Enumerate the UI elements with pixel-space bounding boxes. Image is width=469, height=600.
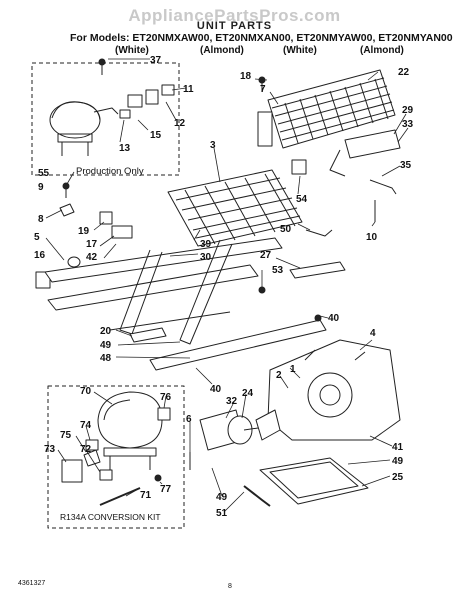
callout-15: 15: [150, 130, 162, 141]
callout-12: 12: [174, 118, 186, 129]
callout-75: 75: [60, 430, 72, 441]
callout-24: 24: [242, 388, 254, 399]
callout-72: 72: [80, 444, 92, 455]
lower-compressor: [97, 391, 163, 470]
callout-41: 41: [392, 442, 404, 453]
part-76: [157, 407, 171, 421]
callout-49: 49: [100, 340, 112, 351]
page-number: 8: [228, 583, 232, 590]
callout-25: 25: [392, 472, 404, 483]
color-label-2: (Almond): [200, 45, 244, 56]
callout-39: 39: [200, 239, 212, 250]
callout-37: 37: [150, 55, 162, 66]
leader-lines: [45, 58, 409, 513]
drier-tubes: [329, 129, 401, 222]
evaporator-coil: [167, 169, 303, 247]
callout-49-b: 49: [392, 456, 404, 467]
callout-55: 55: [38, 168, 50, 179]
conversion-kit-label: R134A CONVERSION KIT: [60, 512, 161, 522]
callout-51: 51: [216, 508, 228, 519]
callout-50: 50: [280, 224, 292, 235]
callout-29: 29: [402, 105, 414, 116]
callout-13: 13: [119, 143, 131, 154]
callout-48: 48: [100, 353, 112, 364]
screw-77: [154, 474, 162, 482]
relay-parts-group: [119, 84, 175, 119]
callout-74: 74: [80, 420, 92, 431]
part-5: [67, 256, 81, 268]
callout-6: 6: [186, 414, 192, 425]
callout-7: 7: [260, 84, 266, 95]
production-only-box: [31, 62, 180, 176]
screw-40: [314, 314, 322, 322]
callout-49-c: 49: [216, 492, 228, 503]
callout-17: 17: [86, 239, 98, 250]
color-label-1: (White): [115, 45, 149, 56]
capacitor-parts: [99, 211, 133, 239]
callout-2: 2: [276, 370, 282, 381]
callout-76: 76: [160, 392, 172, 403]
lower-relay-parts: [61, 439, 113, 483]
upper-compressor: [49, 101, 119, 156]
models-line: For Models: ET20NMXAW00, ET20NMXAN00, ET…: [70, 32, 453, 44]
callout-27: 27: [260, 250, 272, 261]
callout-30: 30: [200, 252, 212, 263]
callout-5: 5: [34, 232, 40, 243]
fan-motor: [199, 409, 281, 451]
tube-27: [258, 261, 346, 294]
callout-8: 8: [38, 214, 44, 225]
color-label-4: (Almond): [360, 45, 404, 56]
doc-number: 4361327: [18, 580, 46, 587]
condenser-coil: [257, 69, 396, 149]
callout-19: 19: [78, 226, 90, 237]
callout-40: 40: [328, 313, 340, 324]
page-title: UNIT PARTS: [196, 20, 273, 32]
callout-54: 54: [296, 194, 308, 205]
conversion-kit-box: [47, 385, 185, 529]
callout-40-b: 40: [210, 384, 222, 395]
fan-shroud: [267, 339, 401, 441]
callout-4: 4: [370, 328, 376, 339]
callout-35: 35: [400, 160, 412, 171]
callout-11: 11: [183, 84, 194, 95]
base-frame: [44, 237, 327, 371]
callout-20: 20: [100, 326, 112, 337]
tubing-71: [99, 487, 141, 506]
callout-77: 77: [160, 484, 172, 495]
callout-22: 22: [398, 67, 410, 78]
production-only-label: Production Only: [76, 166, 144, 177]
callout-42: 42: [86, 252, 98, 263]
screw-37: [98, 58, 106, 75]
callout-10: 10: [366, 232, 378, 243]
left-small-parts: [59, 182, 75, 217]
callout-70: 70: [80, 386, 92, 397]
bracket-20: [129, 327, 167, 343]
callout-33: 33: [402, 119, 414, 130]
callout-9: 9: [38, 182, 44, 193]
callout-73: 73: [44, 444, 56, 455]
callout-32: 32: [226, 396, 238, 407]
color-label-3: (White): [283, 45, 317, 56]
part-54: [291, 159, 307, 175]
callout-1: 1: [290, 364, 296, 375]
hose-49: [243, 485, 271, 507]
drain-pan: [259, 457, 369, 505]
callout-53: 53: [272, 265, 284, 276]
callout-18: 18: [240, 71, 252, 82]
callout-71: 71: [140, 490, 152, 501]
watermark-text: AppliancePartsPros.com: [128, 6, 341, 25]
tube-50: [305, 229, 333, 237]
callout-3: 3: [210, 140, 216, 151]
callout-16: 16: [34, 250, 46, 261]
